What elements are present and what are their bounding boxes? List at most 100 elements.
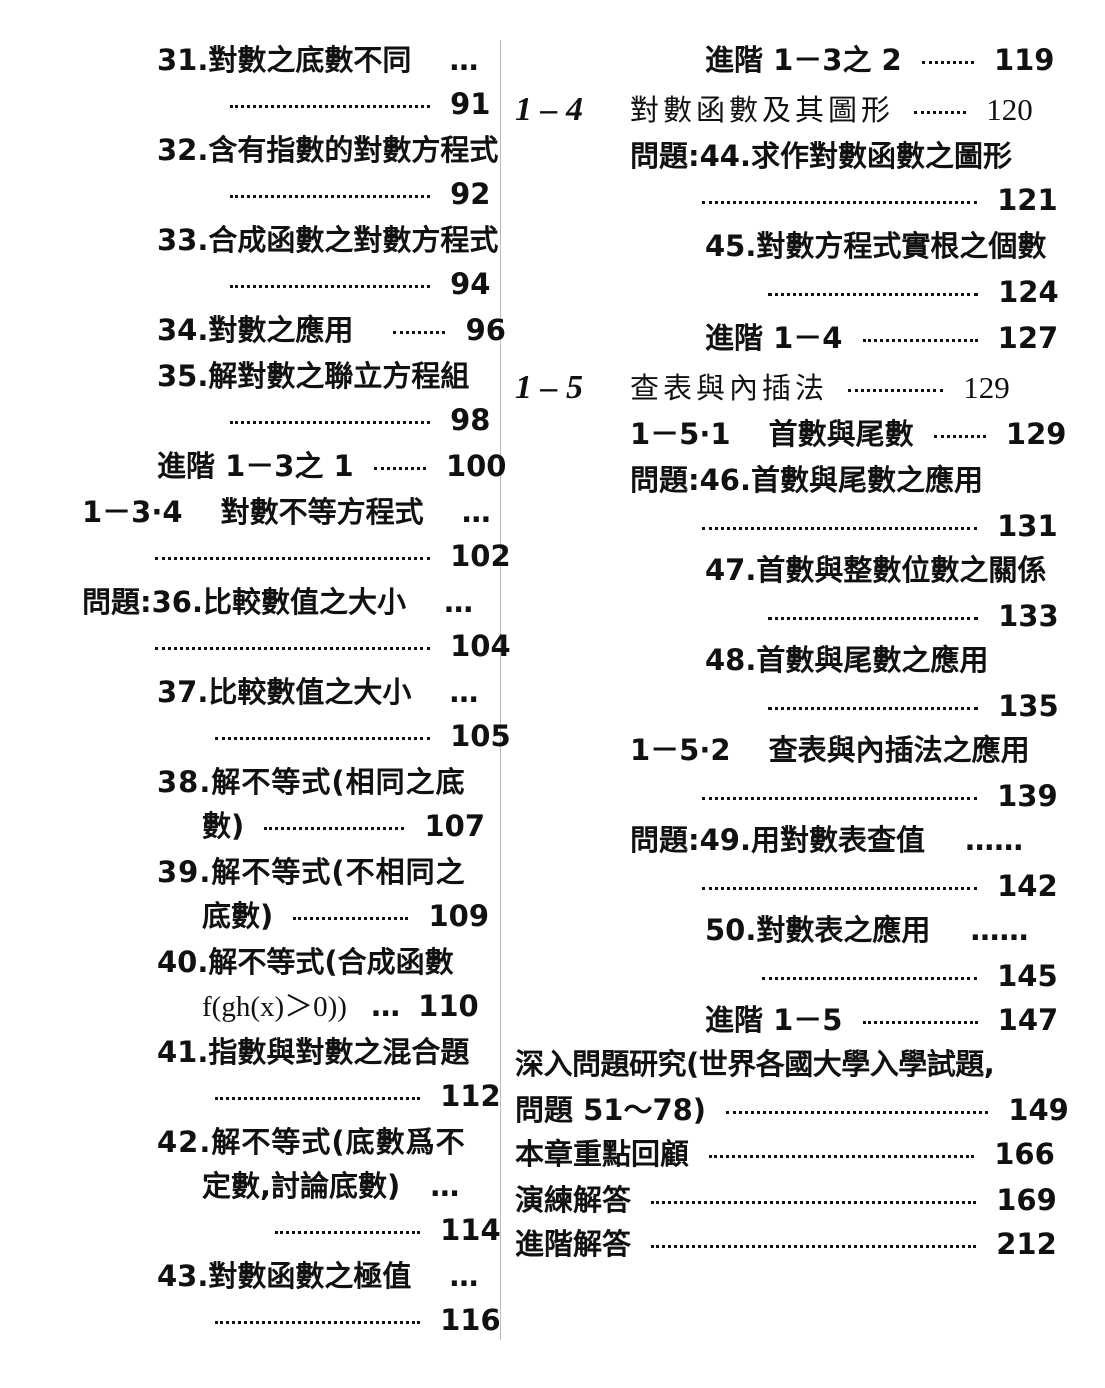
entry-title: 46.首數與尾數之應用 [699, 463, 983, 497]
toc-chapter-1-4[interactable]: 對數函數及其圖形 120 [630, 88, 1033, 132]
dot-leader [862, 998, 978, 1024]
toc-deep-study-cont[interactable]: 問題 51～78) 149 [515, 1088, 1069, 1132]
page-number: 139 [997, 779, 1058, 813]
toc-entry-44-page[interactable]: 121 [702, 178, 1058, 222]
page-number: 119 [993, 43, 1055, 77]
toc-entry-43-page[interactable]: 116 [215, 1298, 501, 1342]
toc-exercise-answers[interactable]: 演練解答 169 [515, 1178, 1057, 1222]
toc-chapter-review[interactable]: 本章重點回顧 166 [515, 1132, 1055, 1176]
dot-leader [155, 534, 430, 560]
toc-entry-47-page[interactable]: 133 [768, 594, 1059, 638]
toc-entry-33[interactable]: 33.合成函數之對數方程式 [157, 218, 498, 262]
toc-entry-34[interactable]: 34.對數之應用 96 [157, 308, 506, 352]
dot-leader [702, 864, 977, 890]
toc-entry-50[interactable]: 50.對數表之應用 …… [705, 908, 1028, 952]
toc-entry-32[interactable]: 32.含有指數的對數方程式 [157, 128, 498, 172]
page-number: 105 [450, 719, 511, 753]
toc-entry-41-page[interactable]: 112 [215, 1074, 501, 1118]
toc-entry-42-cont[interactable]: 定數,討論底數) … [202, 1164, 459, 1208]
page-number: 147 [997, 1003, 1059, 1037]
toc-entry-49[interactable]: 問題:49.用對數表查值 …… [630, 818, 1023, 862]
toc-entry-40[interactable]: 40.解不等式(合成函數 [157, 940, 454, 984]
toc-chapter-1-5[interactable]: 查表與內插法 129 [630, 366, 1010, 410]
problem-prefix: 問題: [630, 463, 700, 497]
page-number: 166 [994, 1137, 1055, 1171]
toc-entry-advanced-1-3-1[interactable]: 進階 1－3之 1 100 [157, 444, 507, 488]
entry-title: 49.用對數表查值 [699, 823, 925, 857]
page-number: 110 [418, 989, 479, 1023]
toc-section-1-5-2[interactable]: 1－5·2 查表與內插法之應用 [630, 728, 1030, 772]
toc-advanced-answers[interactable]: 進階解答 212 [515, 1222, 1057, 1266]
toc-entry-35[interactable]: 35.解對數之聯立方程組 [157, 354, 469, 398]
page-number: 120 [986, 92, 1033, 127]
entry-title: 42.解不等式(底數爲不 [157, 1125, 466, 1159]
page-number: 129 [963, 370, 1010, 405]
toc-section-1-3-4[interactable]: 1－3·4 對數不等方程式 … [82, 490, 491, 534]
toc-entry-31[interactable]: 31.對數之底數不同 … [157, 38, 478, 82]
toc-entry-advanced-1-3-2[interactable]: 進階 1－3之 2 119 [705, 38, 1055, 82]
toc-entry-advanced-1-4[interactable]: 進階 1－4 127 [705, 316, 1058, 360]
dot-leader [862, 316, 978, 342]
dot-leader [762, 954, 977, 980]
page-number: 92 [450, 177, 491, 211]
toc-entry-47[interactable]: 47.首數與整數位數之關係 [705, 548, 1046, 592]
toc-entry-40-cont[interactable]: f(gh(x)＞0)) … 110 [202, 984, 479, 1028]
short-dots: …… [970, 913, 1029, 947]
toc-entry-44[interactable]: 問題:44.求作對數函數之圖形 [630, 134, 1012, 178]
toc-entry-33-page[interactable]: 94 [230, 262, 490, 306]
section-number: 1－5·2 [630, 733, 731, 767]
toc-entry-46[interactable]: 問題:46.首數與尾數之應用 [630, 458, 983, 502]
toc-entry-42-page[interactable]: 114 [275, 1208, 501, 1252]
entry-title: 37.比較數值之大小 [157, 675, 412, 709]
toc-entry-39[interactable]: 39.解不等式(不相同之 [157, 850, 466, 894]
toc-entry-42[interactable]: 42.解不等式(底數爲不 [157, 1120, 466, 1164]
toc-entry-36-page[interactable]: 104 [155, 624, 511, 668]
entry-title: 39.解不等式(不相同之 [157, 855, 466, 889]
toc-section-1-5-1[interactable]: 1－5·1 首數與尾數 129 [630, 412, 1066, 456]
toc-entry-31-page[interactable]: 91 [230, 82, 490, 126]
page-number: 102 [450, 539, 511, 573]
toc-entry-48-page[interactable]: 135 [768, 684, 1059, 728]
toc-deep-study[interactable]: 深入問題研究(世界各國大學入學試題, [515, 1042, 995, 1086]
entry-title: 對數函數及其圖形 [630, 93, 895, 127]
page-number: 100 [445, 449, 507, 483]
toc-entry-38-cont[interactable]: 數) 107 [202, 804, 485, 848]
page-number: 112 [440, 1079, 501, 1113]
toc-entry-37-page[interactable]: 105 [215, 714, 511, 758]
page-number: 131 [997, 509, 1058, 543]
toc-entry-38[interactable]: 38.解不等式(相同之底 [157, 760, 466, 804]
page-number: 127 [997, 321, 1059, 355]
page-number: 149 [1008, 1093, 1069, 1127]
toc-section-1-3-4-page[interactable]: 102 [155, 534, 511, 578]
toc-entry-49-page[interactable]: 142 [702, 864, 1058, 908]
toc-entry-46-page[interactable]: 131 [702, 504, 1058, 548]
toc-entry-45[interactable]: 45.對數方程式實根之個數 [705, 224, 1046, 268]
toc-entry-39-cont[interactable]: 底數) 109 [202, 894, 489, 938]
page-number: 121 [997, 183, 1058, 217]
problem-prefix: 問題: [82, 585, 152, 619]
dot-leader [709, 1132, 975, 1158]
page-number: 135 [998, 689, 1059, 723]
dot-leader [848, 366, 944, 392]
entry-title: 進階 1－4 [705, 321, 843, 355]
page-number: 109 [428, 899, 490, 933]
toc-entry-45-page[interactable]: 124 [768, 270, 1059, 314]
toc-entry-50-page[interactable]: 145 [762, 954, 1058, 998]
column-divider [500, 40, 501, 1340]
entry-title-cont: 問題 51～78) [515, 1093, 707, 1127]
toc-entry-32-page[interactable]: 92 [230, 172, 490, 216]
toc-entry-36[interactable]: 問題:36.比較數值之大小 … [82, 580, 473, 624]
toc-entry-43[interactable]: 43.對數函數之極值 … [157, 1254, 478, 1298]
chapter-1-4-number: 1 – 4 [515, 91, 583, 128]
dot-leader [914, 88, 967, 114]
dot-leader [768, 594, 978, 620]
page-number: 129 [1005, 417, 1067, 451]
toc-entry-35-page[interactable]: 98 [230, 398, 490, 442]
toc-entry-advanced-1-5[interactable]: 進階 1－5 147 [705, 998, 1058, 1042]
toc-entry-48[interactable]: 48.首數與尾數之應用 [705, 638, 988, 682]
toc-section-1-5-2-page[interactable]: 139 [702, 774, 1058, 818]
toc-entry-41[interactable]: 41.指數與對數之混合題 [157, 1030, 469, 1074]
page-number: 114 [440, 1213, 501, 1247]
toc-entry-37[interactable]: 37.比較數值之大小 … [157, 670, 478, 714]
dot-leader [264, 804, 405, 830]
